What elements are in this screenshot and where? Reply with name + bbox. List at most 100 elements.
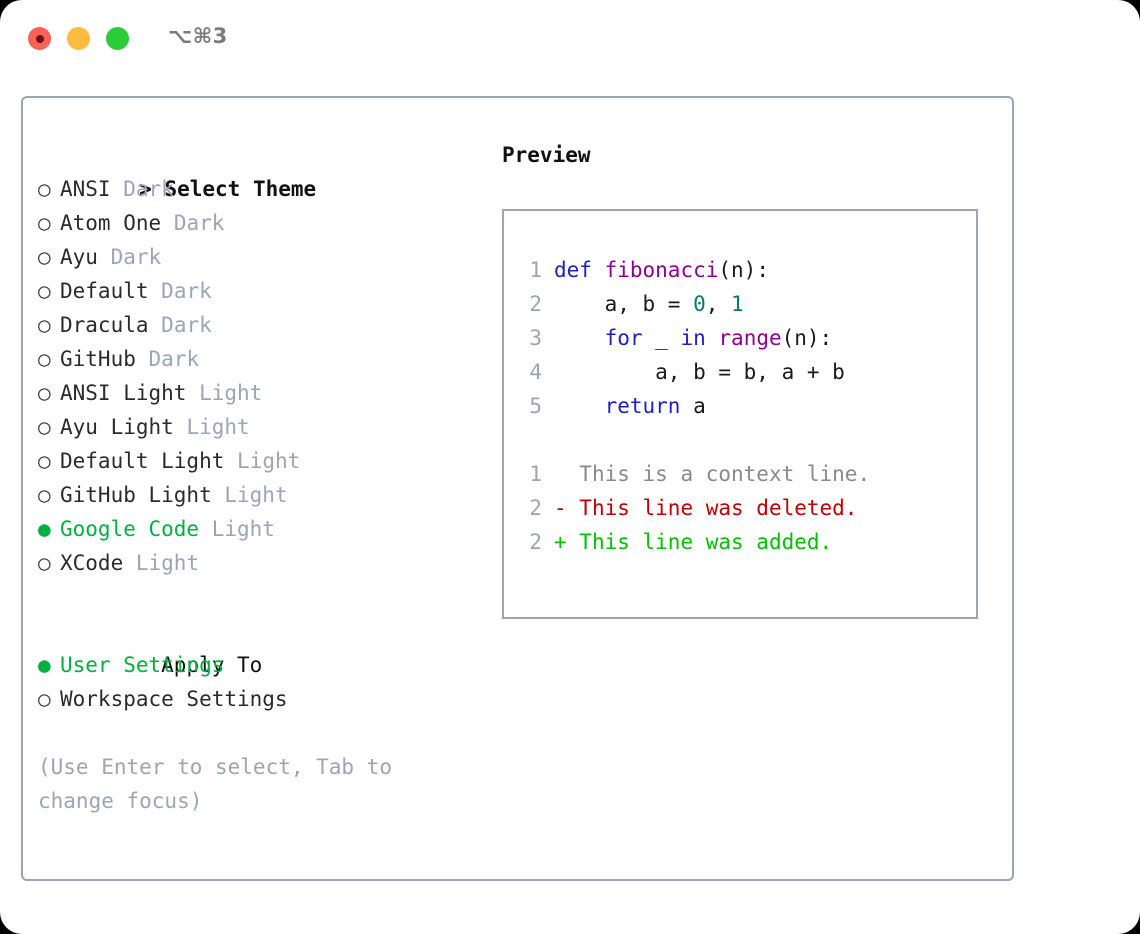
code-token-txt: a, b = b, a + b <box>554 360 845 384</box>
theme-option-ayu[interactable]: ○ Ayu Dark <box>38 240 478 274</box>
apply-to-option-workspace-settings[interactable]: ○Workspace Settings <box>38 682 478 716</box>
apply-to-option-label: Workspace Settings <box>60 687 288 711</box>
code-line-number: 1 <box>529 258 542 282</box>
apply-to-option-user-settings[interactable]: ● User Settings <box>38 648 478 682</box>
label-badge-gap <box>212 483 225 507</box>
diff-line-number: 2 <box>529 496 542 520</box>
label-badge-gap <box>161 211 174 235</box>
theme-option-label: Default Light <box>60 449 225 473</box>
code-line-number: 4 <box>529 360 542 384</box>
theme-option-ayu-light[interactable]: ○Ayu Light Light <box>38 410 478 444</box>
diff-sign: + <box>554 530 567 554</box>
theme-option-label: GitHub Light <box>60 483 212 507</box>
diff-text: This line was added. <box>566 530 833 554</box>
code-token-txt: , <box>705 292 732 316</box>
label-badge-gap <box>149 279 162 303</box>
radio-unselected-icon: ○ <box>38 347 51 371</box>
theme-option-badge: Dark <box>161 279 212 303</box>
radio-unselected-icon: ○ <box>38 483 51 507</box>
close-window-button[interactable] <box>28 27 51 50</box>
theme-option-atom-one[interactable]: ○ Atom One Dark <box>38 206 478 240</box>
apply-to-option-label: User Settings <box>60 653 225 677</box>
radio-unselected-icon: ○ <box>38 313 51 337</box>
theme-option-label: Atom One <box>60 211 162 235</box>
code-token-punc: (n): <box>718 258 769 282</box>
theme-option-badge: Light <box>135 551 200 575</box>
theme-option-label: Ayu <box>60 245 98 269</box>
label-badge-gap <box>98 245 111 269</box>
diff-line-del: 2- This line was deleted. <box>516 491 970 525</box>
radio-unselected-icon: ○ <box>38 449 51 473</box>
radio-selected-icon: ● <box>38 517 51 541</box>
theme-option-ansi-light[interactable]: ○ANSI Light Light <box>38 376 478 410</box>
label-badge-gap <box>186 381 199 405</box>
code-token-num: 0 <box>693 292 706 316</box>
radio-unselected-icon: ○ <box>38 551 51 575</box>
code-line-number: 5 <box>529 394 542 418</box>
theme-option-badge: Dark <box>148 347 200 371</box>
theme-option-badge: Dark <box>123 177 174 201</box>
label-badge-gap <box>174 415 187 439</box>
diff-lines: 1 This is a context line.2- This line wa… <box>516 457 970 559</box>
code-token-txt <box>554 394 605 418</box>
theme-option-label: Ayu Light <box>60 415 174 439</box>
maximize-window-button[interactable] <box>106 27 129 50</box>
theme-option-xcode[interactable]: ○ XCode Light <box>38 546 478 580</box>
theme-option-default-light[interactable]: ○Default Light Light <box>38 444 478 478</box>
diff-sign <box>554 462 567 486</box>
theme-option-google-code[interactable]: ●Google Code Light <box>38 512 478 546</box>
theme-option-badge: Light <box>224 483 288 507</box>
minimize-window-button[interactable] <box>67 27 90 50</box>
code-line-number: 2 <box>529 292 542 316</box>
theme-option-default[interactable]: ○ Default Dark <box>38 274 478 308</box>
section-spacer <box>38 580 478 614</box>
label-badge-gap <box>224 449 237 473</box>
code-token-punc: (n): <box>781 326 833 350</box>
theme-option-label: GitHub <box>60 347 136 371</box>
theme-option-dracula[interactable]: ○Dracula Dark <box>38 308 478 342</box>
keyboard-hint-text: (Use Enter to select, Tab to change focu… <box>38 755 405 813</box>
code-token-txt: a, b = <box>554 292 694 316</box>
diff-line-number: 2 <box>529 530 542 554</box>
theme-option-label: Default <box>60 279 149 303</box>
theme-option-github[interactable]: ○ GitHub Dark <box>38 342 478 376</box>
theme-option-ansi[interactable]: ○ ANSI Dark <box>38 172 478 206</box>
label-badge-gap <box>149 313 162 337</box>
keyboard-shortcut-label: ⌥⌘3 <box>168 24 228 48</box>
label-badge-gap <box>123 551 136 575</box>
select-theme-heading: > Select Theme <box>38 138 478 201</box>
code-token-kw: for <box>604 326 643 350</box>
radio-unselected-icon: ○ <box>38 279 51 303</box>
code-blank-line <box>516 423 970 457</box>
theme-option-badge: Light <box>186 415 250 439</box>
radio-unselected-icon: ○ <box>38 211 51 235</box>
code-token-fn: fibonacci <box>604 258 719 282</box>
apply-to-heading: Apply To <box>38 614 478 677</box>
code-line: 4 a, b = b, a + b <box>516 355 970 389</box>
theme-option-label: ANSI <box>60 177 111 201</box>
radio-selected-icon: ● <box>38 653 51 677</box>
theme-list: ○ ANSI Dark ○ Atom One Dark ○ Ayu Dark ○ Defaul… <box>38 172 478 580</box>
heading-text: Select Theme <box>164 177 317 201</box>
apply-to-list: ● User Settings ○Workspace Settings <box>38 648 478 716</box>
code-line: 3 for _ in range(n): <box>516 321 970 355</box>
radio-unselected-icon: ○ <box>38 177 51 201</box>
code-token-txt <box>554 326 605 350</box>
theme-option-badge: Dark <box>173 211 225 235</box>
theme-option-label: Dracula <box>60 313 149 337</box>
code-token-num: 1 <box>731 292 744 316</box>
code-line: 5 return a <box>516 389 970 423</box>
code-token-txt: a <box>680 394 706 418</box>
theme-option-badge: Dark <box>110 245 162 269</box>
theme-selector-column: > Select Theme ○ANSI Dark○Atom One Dark○… <box>38 138 478 818</box>
theme-option-github-light[interactable]: ○ GitHub Light Light <box>38 478 478 512</box>
radio-unselected-icon: ○ <box>38 245 51 269</box>
code-token-txt: _ <box>642 326 681 350</box>
theme-option-label: XCode <box>60 551 124 575</box>
code-token-fn: range <box>718 326 782 350</box>
